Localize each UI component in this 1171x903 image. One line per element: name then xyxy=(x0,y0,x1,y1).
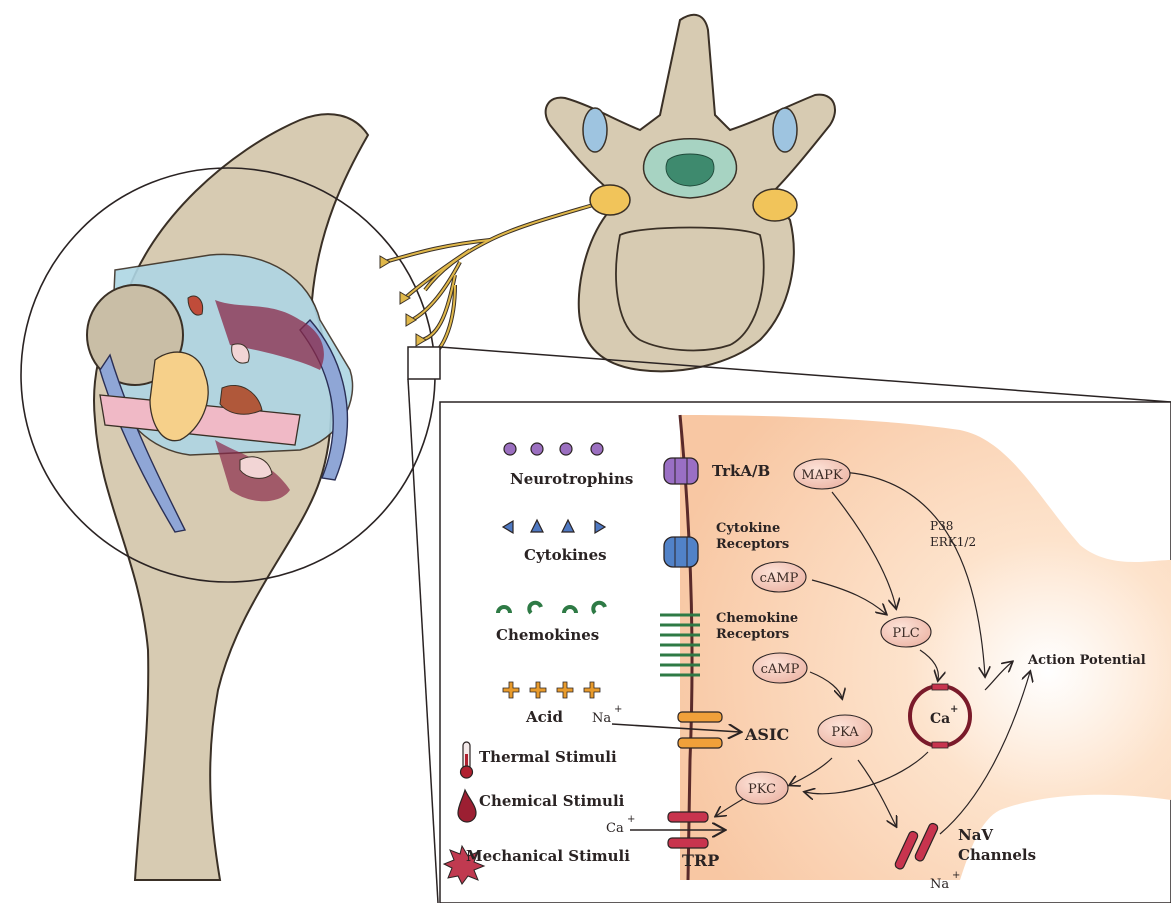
pka-label: PKA xyxy=(831,725,859,740)
nerve-fibers-fill xyxy=(385,200,610,358)
cytokine-receptor-icon xyxy=(664,537,698,567)
femur-bone xyxy=(94,114,368,880)
ca-store-plus: + xyxy=(950,704,958,715)
na-label-asic: Na xyxy=(592,711,611,726)
ca-store-label: Ca xyxy=(930,711,950,727)
nerve-fibers xyxy=(385,200,610,358)
action-potential-label: Action Potential xyxy=(1027,653,1146,668)
plc-node: PLC xyxy=(881,617,931,647)
trka-receptor-icon xyxy=(664,458,698,484)
ca-plus-trp: + xyxy=(627,814,635,825)
na-plus-nav: + xyxy=(952,870,960,881)
acid-label: Acid xyxy=(525,708,563,726)
plc-label: PLC xyxy=(892,626,919,641)
p38-label: P38 xyxy=(930,519,953,533)
thermal-stimuli-label: Thermal Stimuli xyxy=(479,748,617,766)
cytokine-receptor-label-1: Cytokine xyxy=(716,521,780,536)
neurotrophins-label: Neurotrophins xyxy=(510,470,633,488)
mechanical-stimuli-label: Mechanical Stimuli xyxy=(466,847,630,865)
mapk-node: MAPK xyxy=(794,459,850,489)
trka-label: TrkA/B xyxy=(712,462,770,480)
camp-node-2: cAMP xyxy=(753,653,807,683)
nav-label-1: NaV xyxy=(958,826,993,844)
chemokine-receptor-label-1: Chemokine xyxy=(716,611,798,626)
na-label-nav: Na xyxy=(930,877,949,892)
pkc-label: PKC xyxy=(748,782,776,797)
camp-label-2: cAMP xyxy=(761,662,800,677)
cytokines-label: Cytokines xyxy=(524,546,607,564)
asic-label: ASIC xyxy=(744,725,789,744)
na-plus-asic: + xyxy=(614,704,622,715)
vertebra xyxy=(546,15,835,371)
trp-label: TRP xyxy=(682,851,719,870)
chemical-stimuli-label: Chemical Stimuli xyxy=(479,792,625,810)
chemokine-receptor-label-2: Receptors xyxy=(716,627,789,642)
chemokines-label: Chemokines xyxy=(496,626,599,644)
ca-label-trp: Ca xyxy=(606,821,624,836)
camp-node-1: cAMP xyxy=(752,562,806,592)
camp-label-1: cAMP xyxy=(760,571,799,586)
cytokine-receptor-label-2: Receptors xyxy=(716,537,789,552)
erk-label: ERK1/2 xyxy=(930,535,976,549)
pka-node: PKA xyxy=(818,715,872,747)
nav-label-2: Channels xyxy=(958,846,1036,864)
mapk-label: MAPK xyxy=(801,468,842,483)
pkc-node: PKC xyxy=(736,772,788,804)
chemokine-receptor-icon xyxy=(660,615,700,675)
